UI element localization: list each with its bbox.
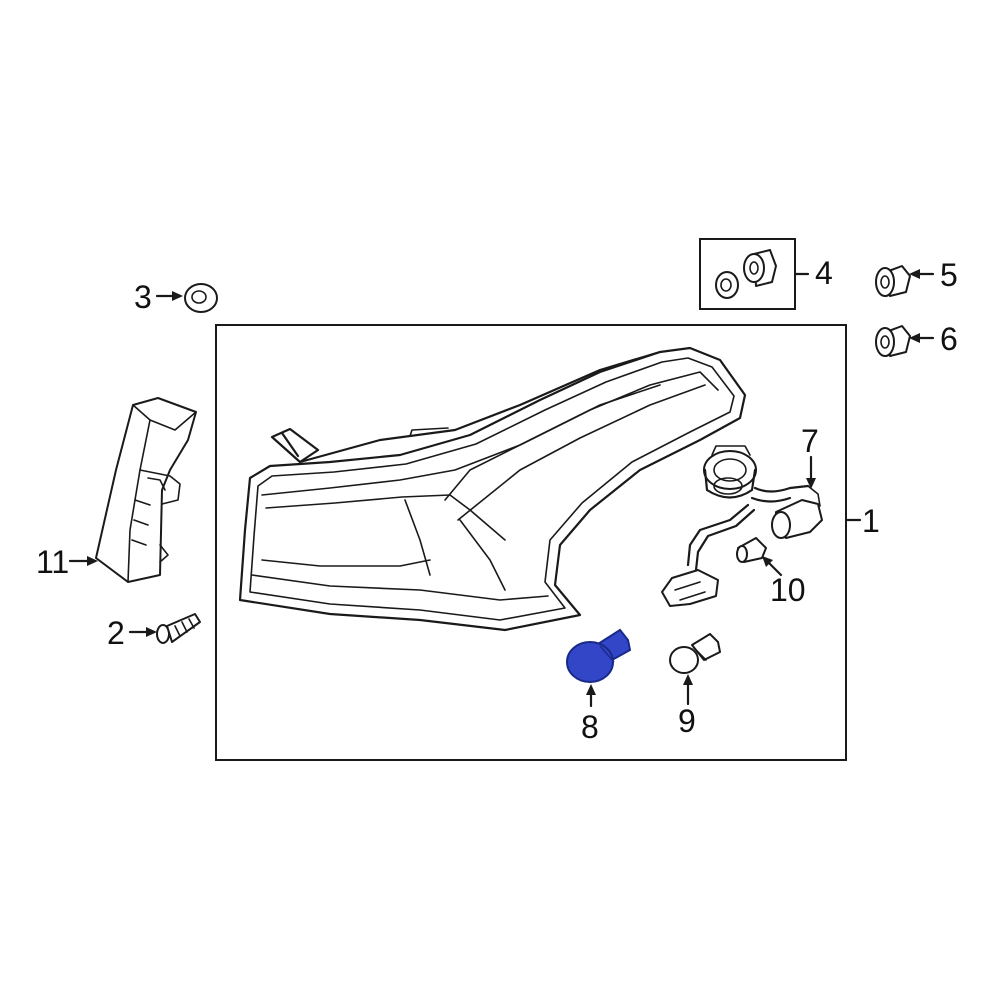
flange-nut-icon-5[interactable] — [875, 265, 911, 297]
wedge-bulb-icon[interactable] — [736, 537, 767, 563]
bracket-icon[interactable] — [95, 397, 197, 583]
callout-4: 4 — [815, 255, 833, 291]
bulb-glass — [566, 641, 614, 683]
nut-and-washer-kit-icon[interactable] — [715, 249, 777, 299]
callout-10: 10 — [770, 572, 806, 608]
bulb-socket-icon[interactable] — [661, 445, 823, 607]
callout-2: 2 — [107, 615, 125, 651]
bolt-icon[interactable] — [156, 613, 201, 644]
callout-3: 3 — [134, 279, 152, 315]
tail-lamp-icon[interactable] — [238, 346, 747, 632]
assembly-frame — [215, 324, 847, 761]
callout-7: 7 — [801, 423, 819, 459]
callout-5: 5 — [940, 257, 958, 293]
callout-1: 1 — [862, 503, 880, 539]
bulb-icon[interactable] — [669, 633, 721, 674]
leader-lines — [68, 269, 935, 708]
callout-11: 11 — [36, 544, 69, 580]
callout-6: 6 — [940, 321, 958, 357]
washer-icon[interactable] — [184, 283, 218, 313]
callout-8: 8 — [581, 709, 599, 745]
callout-9: 9 — [678, 703, 696, 739]
highlighted-bulb-icon[interactable] — [566, 628, 632, 683]
flange-nut-icon-6[interactable] — [875, 325, 911, 357]
